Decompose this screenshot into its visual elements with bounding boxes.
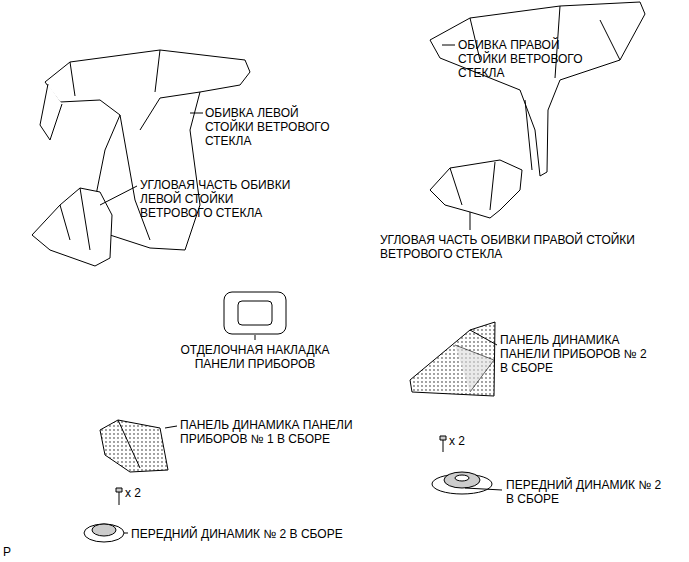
part-label: ОБИВКА ПРАВОЙ СТОЙКИ ВЕТРОВОГО СТЕКЛА [458, 38, 588, 80]
part-label: УГЛОВАЯ ЧАСТЬ ОБИВКИ ПРАВОЙ СТОЙКИ ВЕТРО… [380, 233, 650, 261]
part-label: УГЛОВАЯ ЧАСТЬ ОБИВКИ ЛЕВОЙ СТОЙКИ ВЕТРОВ… [140, 178, 305, 220]
part-label: ПАНЕЛЬ ДИНАМИКА ПАНЕЛИ ПРИБОРОВ № 1 В СБ… [180, 418, 420, 446]
part-label: ПАНЕЛЬ ДИНАМИКА ПАНЕЛИ ПРИБОРОВ № 2 В СБ… [500, 333, 650, 375]
part-label: ОБИВКА ЛЕВОЙ СТОЙКИ ВЕТРОВОГО СТЕКЛА [205, 106, 345, 148]
quantity-label: P [3, 545, 11, 559]
part-label: ПЕРЕДНИЙ ДИНАМИК № 2 В СБОРЕ [131, 527, 391, 541]
part-label: ПЕРЕДНИЙ ДИНАМИК № 2 В СБОРЕ [506, 478, 666, 506]
quantity-label: x 2 [449, 434, 465, 448]
quantity-label: x 2 [125, 486, 141, 500]
part-label: ОТДЕЛОЧНАЯ НАКЛАДКА ПАНЕЛИ ПРИБОРОВ [165, 343, 345, 371]
